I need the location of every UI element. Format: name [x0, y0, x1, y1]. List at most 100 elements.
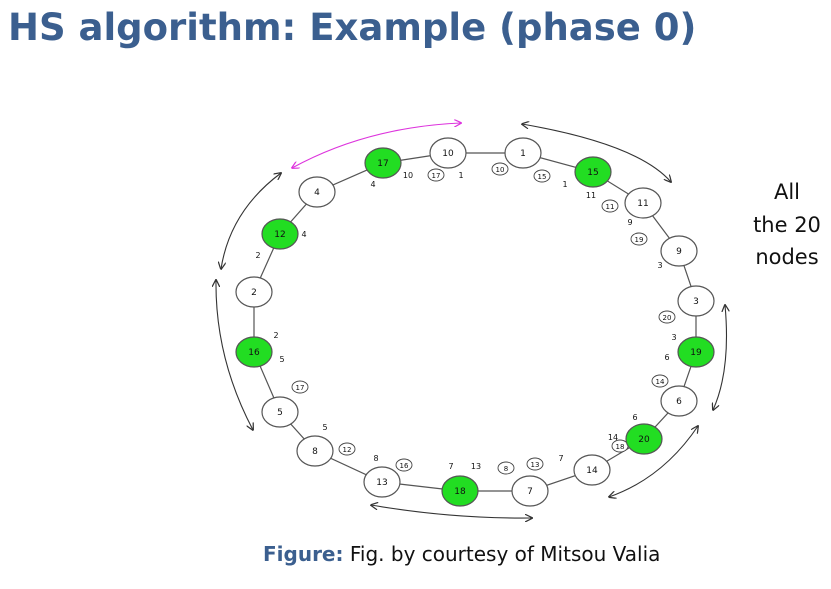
ring-node: 5: [261, 396, 299, 428]
message-bubble: 15: [533, 169, 551, 183]
edge-label: 14: [608, 433, 618, 442]
svg-text:13: 13: [376, 478, 387, 488]
edge-label: 4: [370, 180, 375, 189]
edge-label: 13: [471, 462, 481, 471]
message-bubble: 11: [601, 199, 619, 213]
svg-text:19: 19: [690, 348, 702, 358]
edge-label: 1: [562, 180, 567, 189]
svg-text:11: 11: [606, 203, 615, 211]
edge-label: 7: [448, 462, 453, 471]
edge-label: 2: [255, 251, 260, 260]
svg-text:13: 13: [531, 461, 540, 469]
caption-label: Figure:: [263, 542, 344, 566]
message-bubble: 14: [651, 374, 669, 388]
svg-text:17: 17: [432, 172, 441, 180]
message-bubble: 8: [497, 461, 515, 475]
edge-label: 2: [273, 331, 278, 340]
message-bubble: 20: [658, 310, 676, 324]
edge-label: 7: [558, 454, 563, 463]
edge-label: 8: [373, 454, 378, 463]
svg-text:3: 3: [693, 297, 699, 307]
edge-label: 5: [279, 355, 284, 364]
svg-text:15: 15: [538, 173, 547, 181]
svg-text:7: 7: [527, 487, 533, 497]
edge-label: 11: [586, 191, 596, 200]
edge-label: 1: [458, 171, 463, 180]
message-bubble: 12: [338, 442, 356, 456]
caption-text: Fig. by courtesy of Mitsou Valia: [349, 542, 661, 566]
svg-text:6: 6: [676, 397, 682, 407]
edge-label: 3: [657, 261, 662, 270]
message-bubble: 10: [491, 162, 509, 176]
ring-node: 14: [573, 454, 611, 486]
svg-text:16: 16: [248, 348, 260, 358]
ring-node: 1: [504, 137, 542, 169]
side-note-line: All: [773, 180, 801, 204]
svg-text:14: 14: [586, 466, 598, 476]
ring-node: 7: [511, 475, 549, 507]
svg-text:12: 12: [343, 446, 352, 454]
ring-node: 19: [677, 336, 715, 368]
ring-node: 9: [660, 235, 698, 267]
svg-text:18: 18: [616, 443, 625, 451]
svg-text:20: 20: [663, 314, 672, 322]
message-arrow: [713, 305, 727, 410]
svg-text:5: 5: [277, 408, 283, 418]
ring-node: 20: [625, 423, 663, 455]
svg-text:20: 20: [638, 435, 650, 445]
ring-node: 2: [235, 276, 273, 308]
ring-node: 10: [429, 137, 467, 169]
svg-text:19: 19: [635, 236, 644, 244]
figure-caption: Figure: Fig. by courtesy of Mitsou Valia: [263, 542, 660, 566]
svg-text:17: 17: [377, 159, 388, 169]
svg-text:4: 4: [314, 188, 320, 198]
edge-label: 9: [627, 218, 632, 227]
svg-text:16: 16: [400, 462, 409, 470]
svg-text:15: 15: [587, 168, 598, 178]
ring-node: 15: [574, 156, 612, 188]
message-arrow: [371, 505, 532, 518]
edge-label: 10: [403, 171, 413, 180]
ring-node: 6: [660, 385, 698, 417]
message-bubble: 16: [395, 458, 413, 472]
ring-node: 12: [261, 218, 299, 250]
message-arrow: [221, 173, 281, 269]
ring-node: 3: [677, 285, 715, 317]
edge-label: 6: [664, 353, 669, 362]
side-note-line: the 20: [753, 212, 821, 237]
message-bubble: 17: [291, 380, 309, 394]
ring-node: 13: [363, 466, 401, 498]
edge-label: 4: [301, 230, 306, 239]
edge-label: 6: [632, 413, 637, 422]
slide-title: HS algorithm: Example (phase 0): [8, 6, 697, 49]
message-arrow: [609, 426, 698, 497]
svg-text:2: 2: [251, 288, 257, 298]
svg-text:11: 11: [637, 199, 648, 209]
svg-text:18: 18: [454, 487, 466, 497]
ring-node: 4: [298, 176, 336, 208]
ring-node: 16: [235, 336, 273, 368]
svg-text:14: 14: [656, 378, 665, 386]
side-note: All the 20 nodes: [744, 176, 830, 274]
svg-text:17: 17: [296, 384, 305, 392]
ring-node: 8: [296, 435, 334, 467]
ring-node: 11: [624, 187, 662, 219]
edge-label: 3: [671, 333, 676, 342]
message-bubble: 17: [427, 168, 445, 182]
svg-text:1: 1: [520, 149, 526, 159]
svg-text:8: 8: [504, 465, 508, 473]
message-arrow: [522, 124, 671, 182]
message-arrow: [216, 280, 253, 430]
edge-label: 5: [322, 423, 327, 432]
svg-text:8: 8: [312, 447, 318, 457]
side-note-line: nodes: [755, 245, 819, 270]
svg-text:10: 10: [442, 149, 454, 159]
ring-node: 18: [441, 475, 479, 507]
svg-text:12: 12: [274, 230, 285, 240]
ring-node: 17: [364, 147, 402, 179]
message-bubble: 19: [630, 232, 648, 246]
